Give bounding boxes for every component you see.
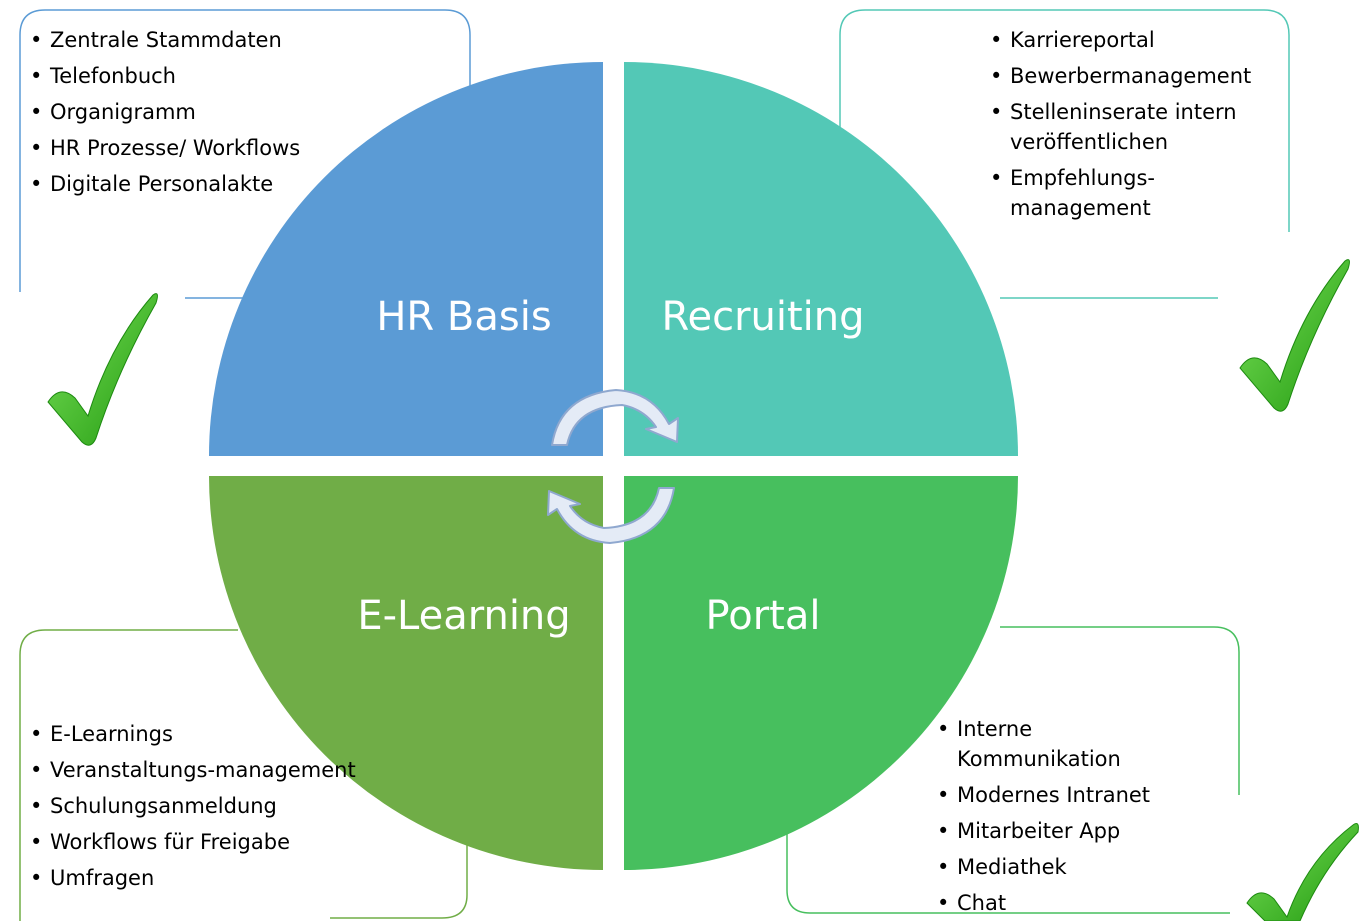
portal-list: Interne KommunikationModernes IntranetMi… [937, 714, 1197, 918]
list-item: Workflows für Freigabe [30, 827, 360, 857]
list-item: Zentrale Stammdaten [30, 25, 310, 55]
list-item: HR Prozesse/ Workflows [30, 133, 310, 163]
hr-basis-list: Zentrale StammdatenTelefonbuchOrganigram… [30, 25, 310, 199]
list-item: Schulungsanmeldung [30, 791, 360, 821]
list-item: Digitale Personalakte [30, 169, 310, 199]
hr-basis-box-outline [19, 9, 471, 299]
checkmark-icon [1239, 259, 1350, 412]
elearning-list: E-LearningsVeranstaltungs-managementSchu… [30, 719, 360, 893]
list-item: E-Learnings [30, 719, 360, 749]
list-item: Interne Kommunikation [937, 714, 1197, 774]
hr-basis-box: Zentrale StammdatenTelefonbuchOrganigram… [30, 25, 310, 205]
portal-quadrant [624, 476, 1018, 870]
recruiting-label: Recruiting [661, 294, 864, 340]
elearning-box: E-LearningsVeranstaltungs-managementSchu… [30, 719, 360, 899]
hr-basis-label: HR Basis [376, 294, 551, 340]
hr-basis-quadrant [209, 62, 603, 456]
portal-box: Interne KommunikationModernes IntranetMi… [937, 714, 1197, 924]
elearning-box-outline [19, 605, 468, 921]
list-item: Karriereportal [990, 25, 1290, 55]
list-item: Umfragen [30, 863, 360, 893]
portal-box-outline [786, 626, 1240, 914]
list-item: Organigramm [30, 97, 310, 127]
list-item: Empfehlungs-management [990, 163, 1290, 223]
portal-label: Portal [706, 593, 821, 639]
list-item: Veranstaltungs-management [30, 755, 360, 785]
list-item: Telefonbuch [30, 61, 310, 91]
list-item: Mitarbeiter App [937, 816, 1197, 846]
elearning-label: E-Learning [357, 593, 570, 639]
cycle-arrow-bottom [547, 487, 675, 544]
checkmark-icon [1246, 823, 1359, 921]
elearning-quadrant [209, 476, 603, 870]
checkmark-icon [47, 293, 158, 446]
cycle-arrow-top [551, 389, 679, 446]
list-item: Chat [937, 888, 1197, 918]
list-item: Mediathek [937, 852, 1197, 882]
recruiting-quadrant [624, 62, 1018, 456]
recruiting-list: KarriereportalBewerbermanagementStelleni… [990, 25, 1290, 223]
recruiting-box: KarriereportalBewerbermanagementStelleni… [990, 25, 1290, 229]
list-item: Modernes Intranet [937, 780, 1197, 810]
list-item: Bewerbermanagement [990, 61, 1290, 91]
cycle-arrows-icon [547, 389, 679, 544]
list-item: Stelleninserate intern veröffentlichen [990, 97, 1290, 157]
